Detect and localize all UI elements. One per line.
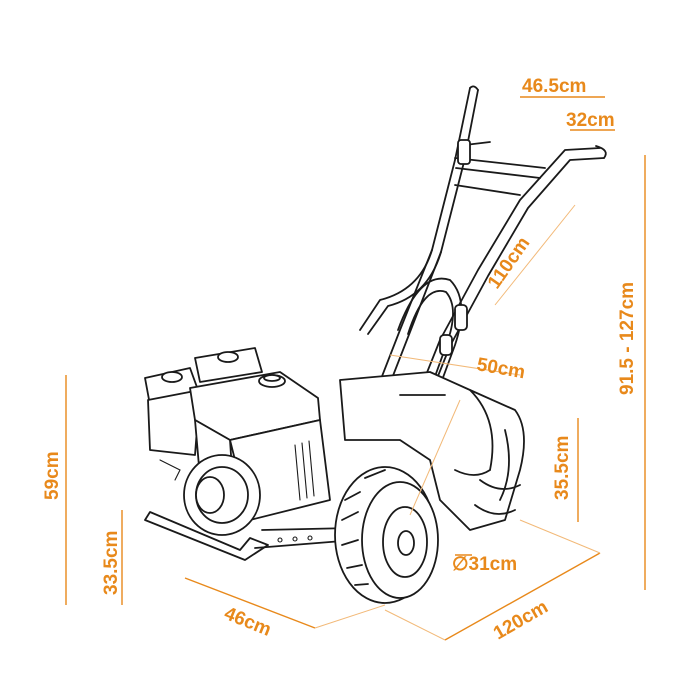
- front-skid: [144, 511, 356, 561]
- engine: [144, 347, 331, 536]
- engine-height-label: 59cm: [42, 451, 63, 500]
- tine-hood: [339, 371, 525, 531]
- wheel: [334, 466, 439, 604]
- wheel-diameter-label: ∅31cm: [452, 554, 517, 575]
- handle-outer-width-label: 46.5cm: [522, 76, 586, 97]
- handle-inner-width-label: 32cm: [566, 110, 615, 131]
- handle-length-label: 110cm: [484, 233, 535, 293]
- handlebar: [359, 85, 607, 447]
- tiller-drawing: [144, 85, 607, 604]
- tine-width-label: 50cm: [475, 354, 527, 383]
- total-height-label: 91.5 - 127cm: [617, 282, 638, 395]
- tine-height-label: 35.5cm: [552, 436, 573, 500]
- frame-height-label: 33.5cm: [101, 531, 122, 595]
- dimension-lines: [65, 96, 646, 641]
- total-length-label: 120cm: [490, 597, 552, 645]
- frame-loop: [397, 277, 468, 441]
